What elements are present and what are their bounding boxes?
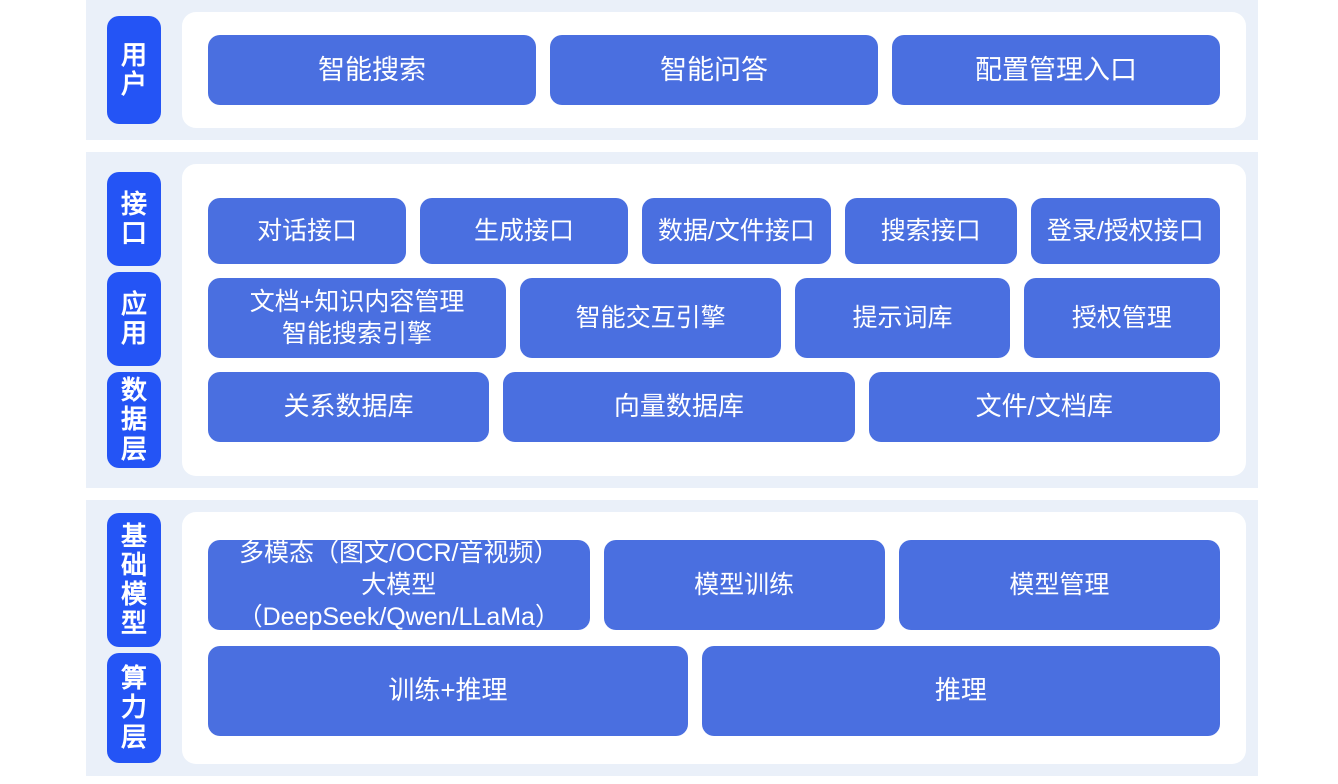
row-compute: 训练+推理 推理 bbox=[208, 646, 1220, 736]
tier-label-compute[interactable]: 算力层 bbox=[107, 653, 161, 763]
box-model-management[interactable]: 模型管理 bbox=[898, 540, 1220, 630]
box-vector-database[interactable]: 向量数据库 bbox=[503, 372, 855, 442]
tier-user-card: 智能搜索 智能问答 配置管理入口 bbox=[182, 12, 1246, 128]
tier-platform-label-column: 接口 应用 数据层 bbox=[86, 152, 182, 488]
tier-label-user[interactable]: 用户 bbox=[107, 16, 161, 124]
box-inference[interactable]: 推理 bbox=[701, 646, 1220, 736]
box-generation-api[interactable]: 生成接口 bbox=[420, 198, 628, 264]
box-document-knowledge-management[interactable]: 文档+知识内容管理 智能搜索引擎 bbox=[208, 278, 507, 358]
tier-label-foundation-model[interactable]: 基础模型 bbox=[107, 513, 161, 647]
box-search-api[interactable]: 搜索接口 bbox=[845, 198, 1017, 264]
tier-label-data[interactable]: 数据层 bbox=[107, 372, 161, 468]
tier-infrastructure-label-column: 基础模型 算力层 bbox=[86, 500, 182, 776]
tier-platform-card: 对话接口 生成接口 数据/文件接口 搜索接口 登录/授权接口 文档+知识内容管理… bbox=[182, 164, 1246, 476]
box-model-training[interactable]: 模型训练 bbox=[603, 540, 885, 630]
box-smart-search[interactable]: 智能搜索 bbox=[208, 35, 536, 105]
box-prompt-library[interactable]: 提示词库 bbox=[795, 278, 1010, 358]
tier-label-interface[interactable]: 接口 bbox=[107, 172, 161, 266]
tier-user: 用户 智能搜索 智能问答 配置管理入口 bbox=[86, 0, 1258, 140]
row-data: 关系数据库 向量数据库 文件/文档库 bbox=[208, 372, 1220, 442]
box-login-auth-api[interactable]: 登录/授权接口 bbox=[1030, 198, 1220, 264]
box-file-document-store[interactable]: 文件/文档库 bbox=[868, 372, 1220, 442]
box-authorization-management[interactable]: 授权管理 bbox=[1023, 278, 1220, 358]
box-multimodal-large-model[interactable]: 多模态（图文/OCR/音视频） 大模型（DeepSeek/Qwen/LLaMa） bbox=[208, 539, 590, 631]
tier-infrastructure: 基础模型 算力层 多模态（图文/OCR/音视频） 大模型（DeepSeek/Qw… bbox=[86, 500, 1258, 776]
row-interface: 对话接口 生成接口 数据/文件接口 搜索接口 登录/授权接口 bbox=[208, 198, 1220, 264]
box-training-and-inference[interactable]: 训练+推理 bbox=[208, 646, 688, 736]
box-smart-qa[interactable]: 智能问答 bbox=[550, 35, 878, 105]
row-application: 文档+知识内容管理 智能搜索引擎 智能交互引擎 提示词库 授权管理 bbox=[208, 278, 1220, 358]
box-smart-interaction-engine[interactable]: 智能交互引擎 bbox=[520, 278, 782, 358]
row-user-entries: 智能搜索 智能问答 配置管理入口 bbox=[208, 35, 1220, 105]
row-foundation-model: 多模态（图文/OCR/音视频） 大模型（DeepSeek/Qwen/LLaMa）… bbox=[208, 539, 1220, 631]
tier-infrastructure-card: 多模态（图文/OCR/音视频） 大模型（DeepSeek/Qwen/LLaMa）… bbox=[182, 512, 1246, 764]
tier-label-application[interactable]: 应用 bbox=[107, 272, 161, 366]
box-data-file-api[interactable]: 数据/文件接口 bbox=[641, 198, 831, 264]
tier-user-label-column: 用户 bbox=[86, 0, 182, 140]
box-dialog-api[interactable]: 对话接口 bbox=[208, 198, 407, 264]
box-relational-database[interactable]: 关系数据库 bbox=[208, 372, 490, 442]
box-config-management-entry[interactable]: 配置管理入口 bbox=[892, 35, 1220, 105]
tier-platform: 接口 应用 数据层 对话接口 生成接口 数据/文件接口 搜索接口 登录/授权接口… bbox=[86, 152, 1258, 488]
